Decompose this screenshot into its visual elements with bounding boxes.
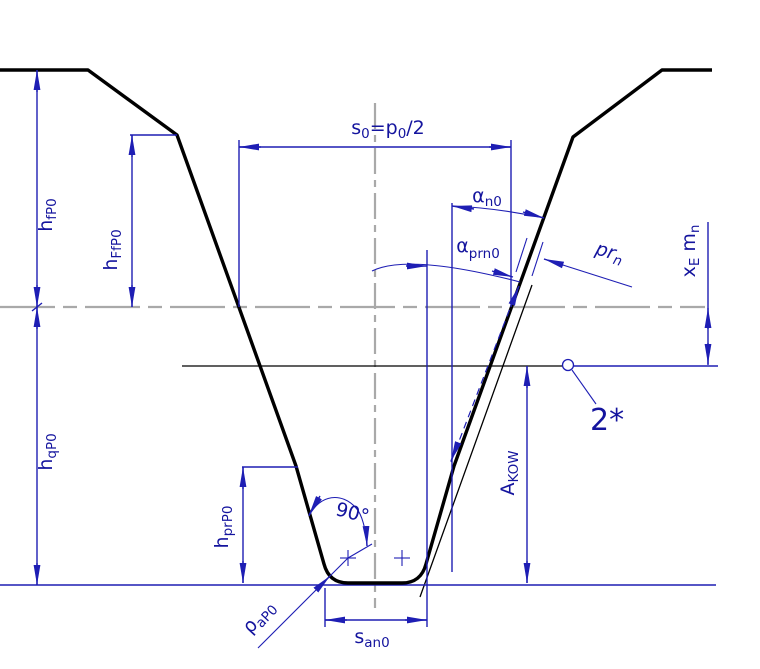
label-s-an0: san0	[354, 626, 389, 651]
extension-lines	[130, 134, 709, 627]
dim-arrow	[508, 285, 520, 306]
label-90-degrees: 90°	[333, 498, 371, 527]
fillet-center-cross	[340, 550, 356, 566]
dim-arrow	[491, 268, 514, 278]
label-s0-equals-p0-half: s0=p0/2	[351, 117, 425, 142]
reference-tick	[31, 302, 43, 312]
label-A-KOW: AKOW	[497, 450, 522, 495]
angle-90-radius-line	[347, 543, 373, 559]
label-alpha-prn0: αprn0	[456, 235, 500, 262]
labels: hfP0 hFfP0 hqP0 hprP0 s0=p0/2 αn0 αprn0 …	[35, 117, 703, 651]
protuberance-flank-direction	[450, 284, 520, 463]
label-2-star: 2*	[590, 403, 624, 438]
label-xE-mn: xEmn	[678, 225, 703, 278]
dim-arrow	[522, 209, 545, 219]
centerlines	[0, 103, 705, 608]
prn-tick-line	[531, 241, 544, 277]
dim-arrow	[313, 575, 331, 593]
label-rho-aP0: ρaP0	[238, 596, 282, 640]
label-h-FfP0: hFfP0	[100, 229, 125, 270]
label-h-prP0: hprP0	[211, 506, 236, 549]
prn-tick-line	[515, 237, 528, 273]
blue-base-lines	[0, 365, 718, 586]
label-pr-n: prn	[591, 237, 626, 270]
dimension-lines	[31, 70, 712, 649]
dim-arrow	[451, 205, 475, 213]
tooth-profile-outline	[0, 68, 712, 585]
fillet-center-cross	[394, 550, 410, 566]
label-alpha-n0: αn0	[472, 185, 502, 210]
construction-lines	[182, 284, 563, 598]
callout-leader	[571, 369, 597, 405]
main-flank-extension-line	[419, 284, 533, 598]
callout-circle-marker	[561, 358, 575, 372]
dim-arrow	[362, 525, 370, 547]
dim-arrow	[543, 258, 565, 269]
rho-aP0-leader	[257, 557, 349, 649]
dim-arrow	[308, 495, 322, 516]
label-h-fP0: hfP0	[35, 198, 60, 232]
label-h-qP0: hqP0	[35, 433, 60, 470]
protuberance-dashed-line	[450, 284, 520, 463]
